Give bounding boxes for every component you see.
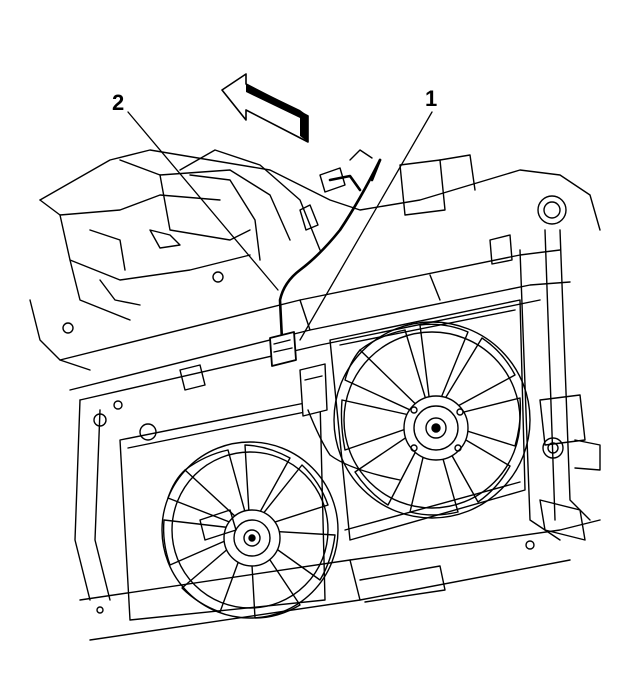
callout-leader-lines xyxy=(127,111,433,341)
right-fan-motor xyxy=(403,395,469,461)
fan-electrical-connector xyxy=(269,331,401,481)
left-fan-shroud xyxy=(119,399,339,621)
right-fan-blades xyxy=(340,323,522,516)
callout-label-1: 1 xyxy=(425,86,438,111)
left-fan-blades xyxy=(162,444,336,619)
upper-body-panel xyxy=(29,149,601,371)
callout-label-2: 2 xyxy=(112,90,125,115)
upper-hoses-and-brackets xyxy=(299,149,476,231)
right-fan-shroud xyxy=(329,299,531,541)
radiator xyxy=(519,195,601,541)
radiator-support-crossbar xyxy=(59,234,571,601)
fan-wiring-harness xyxy=(278,158,382,342)
lower-radiator-support xyxy=(79,519,601,641)
direction-arrow-icon xyxy=(221,73,309,143)
left-fan-motor xyxy=(199,509,281,567)
